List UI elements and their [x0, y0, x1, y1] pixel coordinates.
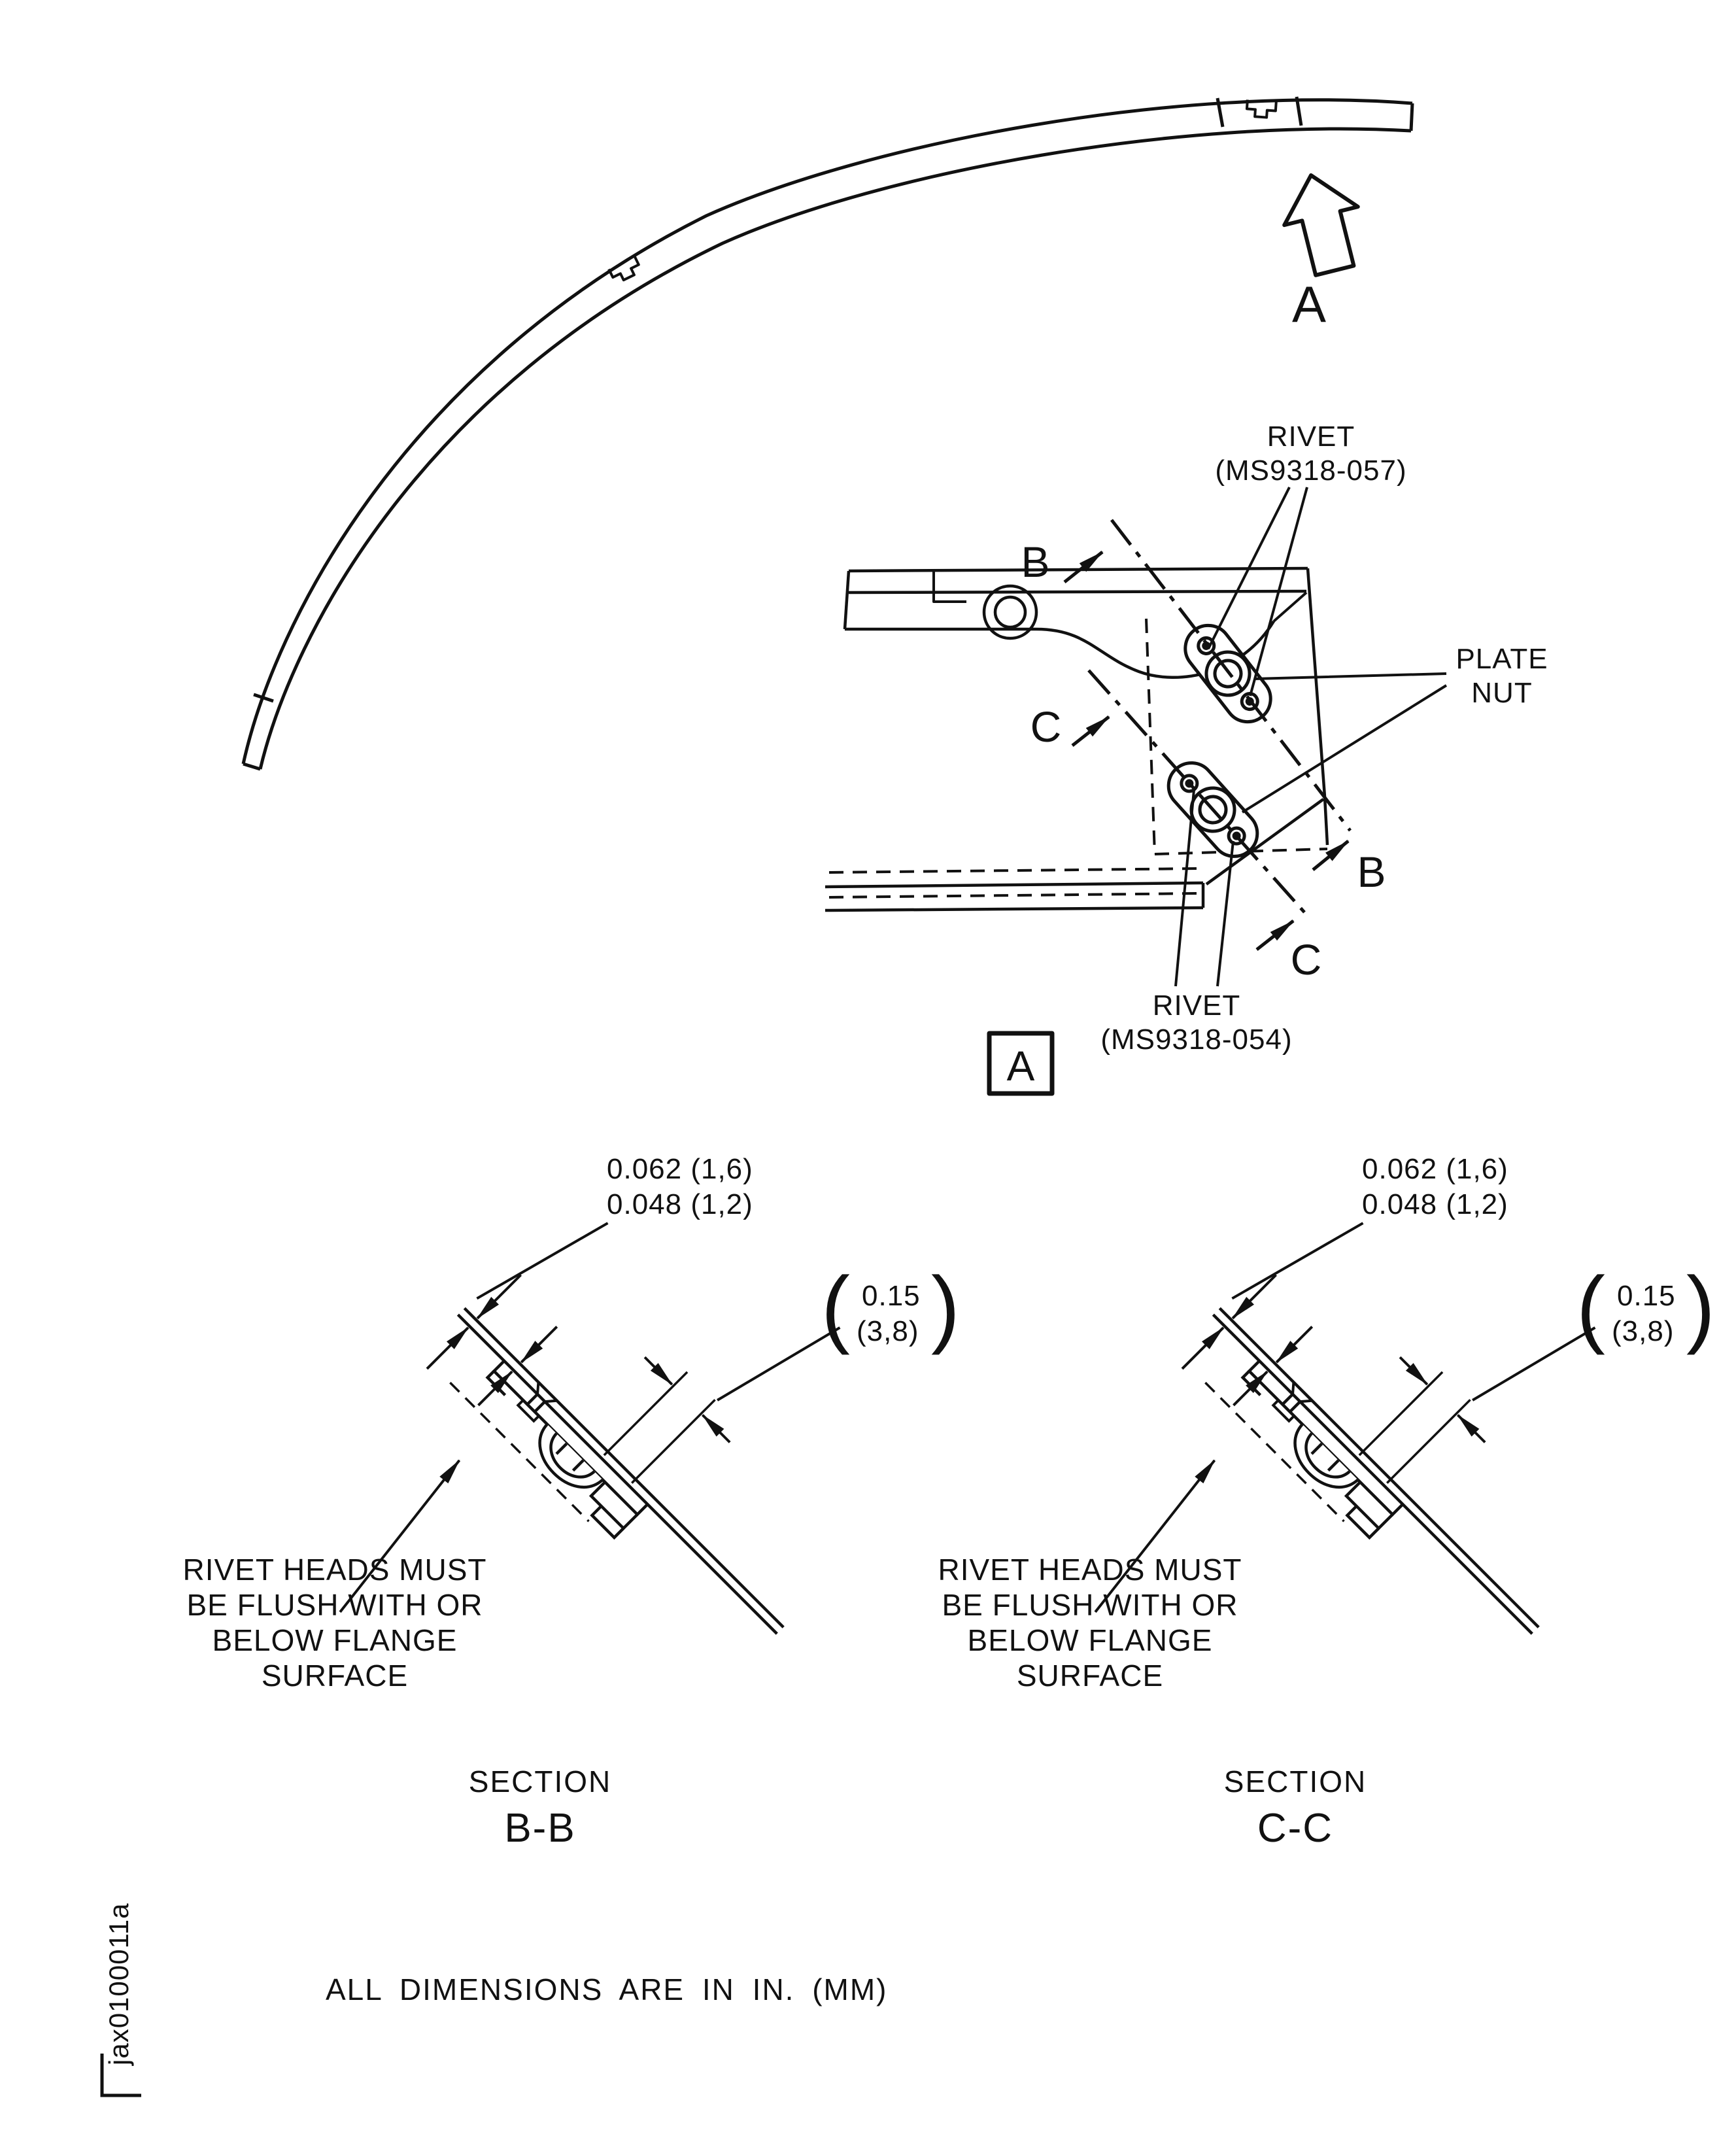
section-b-b-assembly [250, 1130, 962, 1842]
view-arrow-label: A [1292, 275, 1326, 333]
bow-upper-tip-cap [1409, 103, 1414, 131]
section-marker-b-bottom: B [1357, 848, 1386, 896]
lower-flange-hidden-2 [828, 892, 1200, 899]
view-direction-arrow: A [1282, 173, 1360, 333]
fitting-hole-inner [993, 595, 1027, 629]
b-flush-note-line4: SURFACE [262, 1659, 408, 1693]
b-thickness-dim-line1: 0.062 (1,6) [607, 1153, 753, 1185]
c-flush-note-line3: BELOW FLANGE [968, 1623, 1213, 1657]
bow-joggle-notch-mid [607, 256, 640, 282]
b-flush-note-line2: BE FLUSH WITH OR [186, 1588, 483, 1622]
detail-view-a [825, 487, 1448, 1096]
gusset-right-edge [1306, 568, 1327, 797]
dimensions-footnote: ALL DIMENSIONS ARE IN IN. (MM) [326, 1972, 888, 2006]
lower-flange-bottom [825, 906, 1204, 912]
b-paren-open: ( [821, 1259, 850, 1355]
lower-flange-hidden-1 [828, 867, 1200, 874]
c-thickness-dim-line1: 0.062 (1,6) [1362, 1153, 1508, 1185]
c-flush-note-line2: BE FLUSH WITH OR [942, 1588, 1238, 1622]
rivet-upper-leaders [1207, 487, 1308, 697]
figure-id-bracket [100, 2054, 141, 2097]
figure-id-block: jax0100011a [100, 1903, 141, 2097]
section-b-title: SECTION [469, 1764, 611, 1798]
b-flush-note-line1: RIVET HEADS MUST [183, 1553, 487, 1587]
gusset-right-edge-lower [1323, 796, 1329, 846]
c-protrusion-value: 0.15 [1617, 1280, 1676, 1312]
fitting-left-cut [843, 570, 851, 630]
rivet-lower-label-line1: RIVET [1153, 990, 1241, 1022]
cut-arrow-c-bottom [1255, 920, 1295, 951]
section-marker-c-top: C [1030, 702, 1063, 751]
section-c-c-assembly [1006, 1130, 1717, 1842]
bow-lower-tip-cap [243, 762, 261, 771]
rivet-upper-label-line2: (MS9318-057) [1215, 455, 1406, 487]
c-thickness-dim-line2: 0.048 (1,2) [1362, 1188, 1508, 1220]
bow-segment [241, 96, 1414, 771]
fitting-web-corner [1272, 591, 1308, 623]
b-flush-note-line3: BELOW FLANGE [213, 1623, 458, 1657]
hidden-edge-horizontal [1154, 848, 1328, 855]
bow-outer-edge [241, 98, 1413, 765]
plate-nut-leaders [1241, 672, 1448, 814]
c-paren-close: ) [1686, 1259, 1715, 1355]
cut-arrow-b-bottom [1312, 840, 1350, 871]
b-protrusion-value: 0.15 [862, 1280, 921, 1312]
rivet-lower-leaders [1174, 789, 1234, 987]
detail-box [987, 1031, 1055, 1096]
section-marker-c-bottom: C [1291, 935, 1323, 984]
section-c-title: SECTION [1224, 1764, 1367, 1798]
section-c-c-view: 0.062 (1,6) 0.048 (1,2) ( 0.15 (3,8) ) R… [938, 1130, 1717, 1851]
c-flush-note-line4: SURFACE [1017, 1659, 1163, 1693]
lower-flange-top [825, 881, 1204, 889]
b-thickness-dim-line2: 0.048 (1,2) [607, 1188, 753, 1220]
figure-id: jax0100011a [103, 1903, 134, 2067]
bow-splice-line-1 [1216, 97, 1225, 128]
b-protrusion-mm: (3,8) [857, 1315, 919, 1347]
b-paren-close: ) [931, 1259, 960, 1355]
fitting-step-notch [932, 571, 966, 603]
cut-arrow-b-top [1063, 551, 1104, 583]
cut-arrow-c-top [1071, 715, 1110, 747]
bow-splice-line-2 [1295, 96, 1303, 126]
section-marker-b-top: B [1021, 538, 1050, 586]
section-b-b-view: 0.062 (1,6) 0.048 (1,2) ( 0.15 (3,8) ) R… [183, 1130, 962, 1851]
section-b-name: B-B [504, 1806, 575, 1851]
c-flush-note-line1: RIVET HEADS MUST [938, 1553, 1242, 1587]
c-paren-open: ( [1576, 1259, 1605, 1355]
fitting-top-inner-edge [848, 589, 1307, 594]
bow-joggle-notch-end [1245, 99, 1278, 119]
cut-line-b-b [1110, 519, 1352, 832]
plate-nut-label-line2: NUT [1471, 677, 1532, 709]
c-protrusion-mm: (3,8) [1612, 1315, 1674, 1347]
rivet-upper-label-line1: RIVET [1267, 421, 1355, 453]
bow-joint-tick [253, 693, 274, 703]
plate-nut-label-line1: PLATE [1455, 643, 1548, 675]
detail-box-label: A [1007, 1042, 1035, 1090]
gusset-diagonal-edge [1205, 798, 1325, 886]
hidden-edge-vertical [1145, 618, 1156, 855]
arrow-outline-icon [1282, 173, 1360, 277]
section-c-name: C-C [1257, 1806, 1333, 1851]
bow-inner-edge [258, 127, 1412, 770]
rivet-lower-label-line2: (MS9318-054) [1100, 1024, 1292, 1056]
fitting-hole-outer [982, 584, 1038, 640]
